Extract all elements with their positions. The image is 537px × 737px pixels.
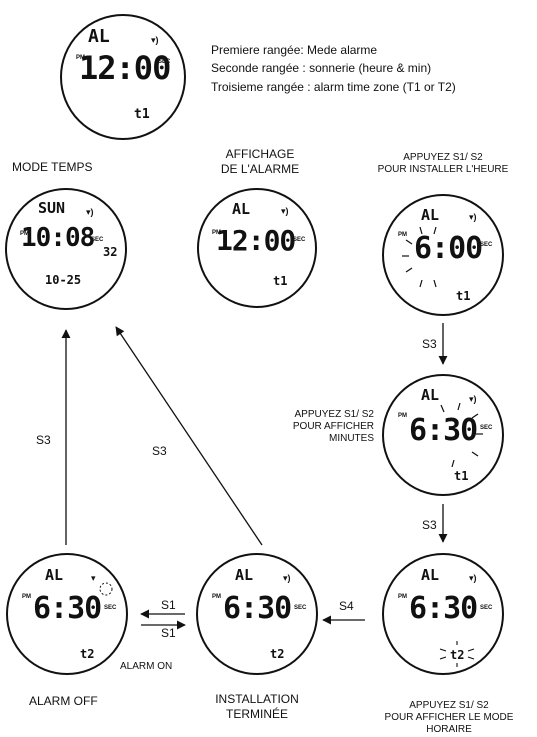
blink-marks-icon [402,226,437,288]
caption-set-minute-line-1: APPUYEZ S1/ S2 [294,409,374,420]
arrow-label-s1-top: S1 [161,598,176,612]
bell-icon: ▾) [469,573,477,583]
watch-time-mode-pm: PM [20,231,29,237]
watch-time-mode-seconds: 32 [103,245,118,259]
bell-icon: ▾) [283,573,291,583]
watch-alarm-off-top: AL [45,566,64,584]
caption-set-minute-line-2: POUR AFFICHER [292,421,374,432]
watch-alarm-display-top: AL [232,200,251,218]
watch-set-minute: AL PM SEC 6:30 t1 ▾) [382,374,504,496]
watch-set-timezone-pm: PM [398,594,407,600]
caption-set-hour-line-2: POUR INSTALLER L'HEURE [377,164,509,175]
watch-alarm-off: AL PM SEC 6:30 t2 ▾ [6,553,128,675]
watch-set-timezone-main: 6:30 [409,591,478,626]
watch-legend-pm: PM [76,55,85,61]
watch-alarm-off-main: 6:30 [33,591,102,626]
watch-set-minute-bottom: t1 [454,469,469,483]
caption-set-timezone-line-1: APPUYEZ S1/ S2 [409,700,489,711]
caption-set-hour: APPUYEZ S1/ S2 POUR INSTALLER L'HEURE [368,152,518,176]
watch-time-mode-day: SUN [38,199,66,217]
caption-alarm-on: ALARM ON [120,661,173,672]
watch-set-hour-bottom: t1 [456,289,471,303]
bell-icon: ▾ [91,573,96,583]
watch-set-timezone-bottom: t2 [450,648,465,662]
bell-icon: ▾) [469,394,477,404]
blink-marks-icon [440,402,483,468]
watch-alarm-display: AL PM SEC 12:00 t1 ▾) [197,188,317,308]
arrow-label-s3-right-bottom: S3 [422,518,437,532]
watch-time-mode-date: 10-25 [45,273,82,287]
caption-set-minute-line-3: MINUTES [329,433,374,444]
watch-set-minute-pm: PM [398,413,407,419]
bell-icon: ▾) [151,35,159,45]
legend-line-3: Troisieme rangée : alarm time zone (T1 o… [211,80,456,94]
watch-alarm-display-main: 12:00 [216,224,296,257]
watch-alarm-display-bottom: t1 [273,274,288,288]
caption-affichage-line-1: AFFICHAGE [225,147,295,161]
watch-install-done-pm: PM [212,594,221,600]
arrow-install-to-time-mode [115,326,263,546]
legend-line-2: Seconde rangée : sonnerie (heure & min) [211,61,432,75]
watch-legend-main: 12:00 [79,49,171,87]
watch-set-minute-top: AL [421,386,440,404]
watch-install-done-top: AL [235,566,254,584]
watch-install-done-sec: SEC [294,605,307,611]
arrow-label-s3-left: S3 [36,433,51,447]
watch-set-timezone: AL PM SEC 6:30 t2 ▾) [382,553,504,675]
caption-installation: INSTALLATION TERMINÉE [197,692,317,722]
caption-set-hour-line-1: APPUYEZ S1/ S2 [403,152,483,163]
watch-time-mode-sec: SEC [91,237,104,243]
caption-set-timezone-line-2: POUR AFFICHER LE MODE [384,712,514,723]
watch-install-done-main: 6:30 [223,591,292,626]
watch-set-hour-pm: PM [398,232,407,238]
caption-alarm-off: ALARM OFF [29,694,98,708]
caption-affichage: AFFICHAGE DE L'ALARME [200,147,320,177]
watch-alarm-off-pm: PM [22,594,31,600]
alarm-off-indicator-icon [99,582,113,596]
watch-set-timezone-top: AL [421,566,440,584]
arrow-label-s1-bottom: S1 [161,626,176,640]
watch-set-hour-sec: SEC [480,242,493,248]
caption-set-minute: APPUYEZ S1/ S2 POUR AFFICHER MINUTES [254,409,374,445]
watch-set-hour-top: AL [421,206,440,224]
caption-installation-line-1: INSTALLATION [215,692,299,706]
bell-icon: ▾) [469,212,477,222]
caption-affichage-line-2: DE L'ALARME [220,162,300,176]
watch-set-timezone-sec: SEC [480,605,493,611]
legend-line-1: Premiere rangée: Mede alarme [211,43,378,57]
watch-time-mode-main: 10:08 [21,223,95,253]
watch-legend-bottom: t1 [134,107,150,122]
watch-alarm-display-pm: PM [212,230,221,236]
watch-legend-top: AL [88,26,110,47]
watch-set-minute-sec: SEC [480,425,493,431]
caption-installation-line-2: TERMINÉE [225,707,288,721]
bell-icon: ▾) [281,206,289,216]
bell-icon: ▾) [86,207,94,217]
watch-install-done: AL PM SEC 6:30 t2 ▾) [196,553,318,675]
watch-alarm-off-sec: SEC [104,605,117,611]
watch-alarm-off-bottom: t2 [80,647,95,661]
watch-set-minute-main: 6:30 [409,413,478,448]
caption-set-timezone: APPUYEZ S1/ S2 POUR AFFICHER LE MODE HOR… [374,700,524,736]
watch-legend: AL PM SEC 12:00 t1 ▾) [60,14,186,140]
blink-marks-icon [439,641,475,667]
caption-set-timezone-line-3: HORAIRE [426,724,472,735]
arrow-label-s3-diagonal: S3 [152,444,167,458]
watch-install-done-bottom: t2 [270,647,285,661]
watch-set-hour-main: 6:00 [414,231,483,266]
watch-time-mode: SUN PM SEC 10:08 32 10-25 ▾) [5,188,127,310]
watch-legend-sec: SEC [158,59,171,65]
arrow-label-s3-right-top: S3 [422,337,437,351]
watch-set-hour: AL PM SEC 6:00 t1 ▾) [382,194,504,316]
watch-alarm-display-sec: SEC [293,237,306,243]
caption-mode-temps: MODE TEMPS [12,160,93,174]
arrow-label-s4: S4 [339,599,354,613]
